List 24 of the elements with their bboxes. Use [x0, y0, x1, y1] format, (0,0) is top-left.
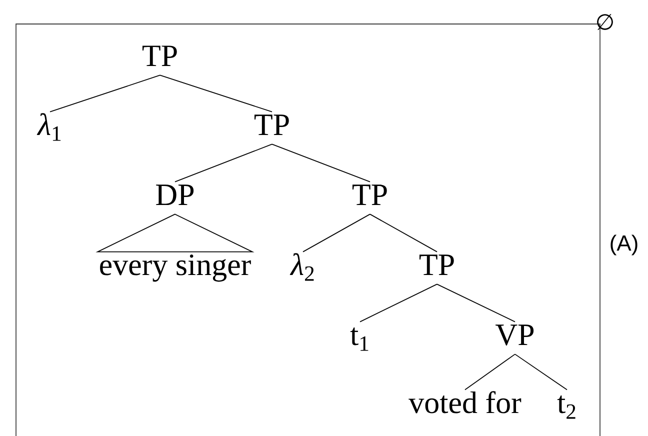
- tree-label: TP: [419, 254, 454, 275]
- branch-line: [302, 214, 370, 252]
- branch-line: [272, 144, 370, 182]
- tree-label: t$_{2}$: [557, 396, 576, 419]
- label-text: (A): [610, 234, 638, 256]
- branch-line: [514, 354, 568, 390]
- tree-label: TP: [254, 114, 289, 135]
- branch-line: [436, 284, 516, 322]
- branch-line: [360, 284, 438, 322]
- tree-label: voted for: [408, 391, 522, 414]
- tree-label: TP: [142, 46, 177, 66]
- tree-label: DP: [156, 184, 194, 206]
- tree-label: VP: [496, 324, 534, 346]
- tree-label: every singer: [100, 254, 251, 282]
- branch-line: [50, 74, 160, 112]
- tree-label: TP: [352, 184, 387, 205]
- branch-line: [464, 354, 516, 390]
- tree-label: t$_{1}$: [350, 328, 368, 351]
- branch-line: [160, 74, 272, 112]
- branch-line: [370, 214, 438, 252]
- label-text: ∅: [597, 14, 613, 30]
- tree-label: λ$_{1}$: [36, 113, 61, 141]
- tree-label: λ$_{2}$: [290, 253, 314, 281]
- branch-line: [174, 144, 272, 182]
